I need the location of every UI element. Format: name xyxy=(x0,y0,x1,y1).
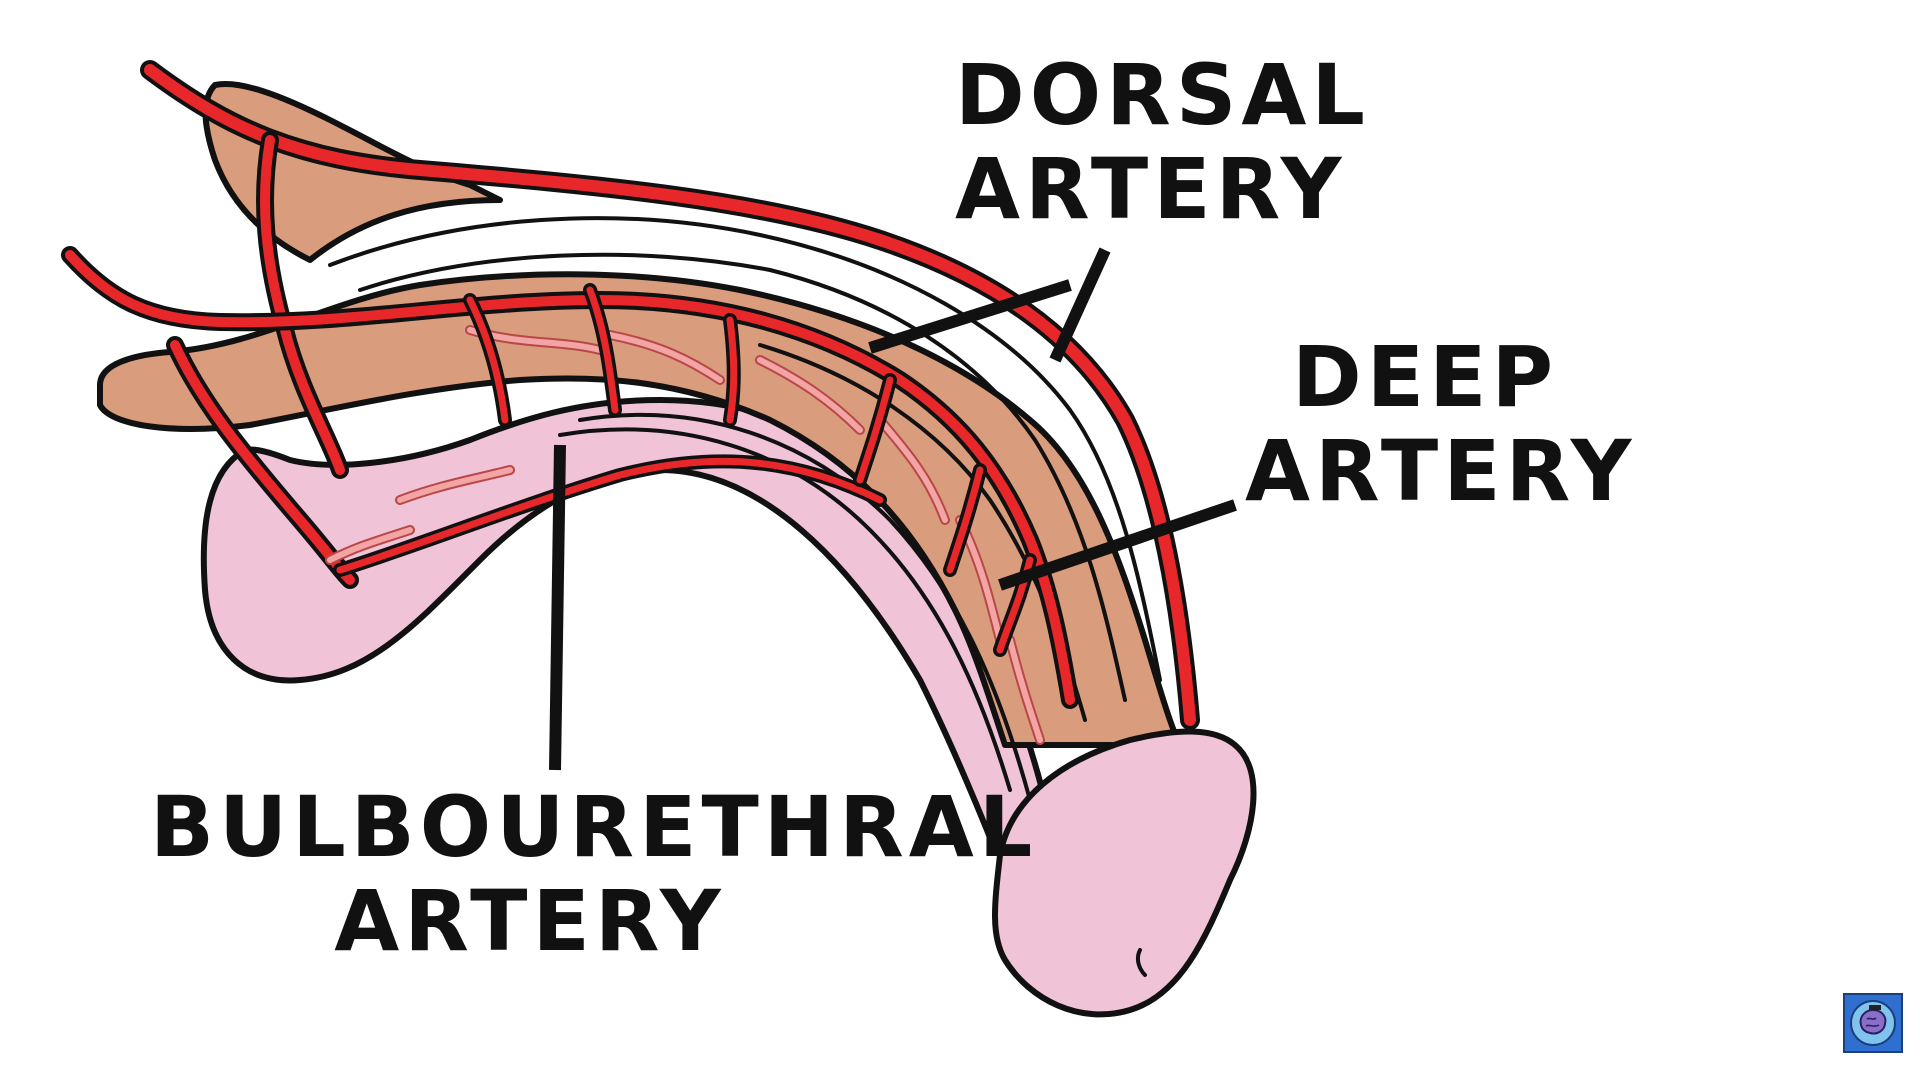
label-bulbourethral-line1: BULBOURETHRAL xyxy=(150,778,1038,876)
label-dorsal-line2: ARTERY xyxy=(955,140,1347,238)
deep-leader xyxy=(998,499,1237,591)
label-dorsal-artery: DORSAL ARTERY xyxy=(955,46,1370,238)
label-bulbourethral-line2: ARTERY xyxy=(334,872,726,970)
corpus-spongiosum xyxy=(200,397,1058,853)
brain-logo-icon[interactable] xyxy=(1843,993,1903,1053)
dorsal-leader xyxy=(868,247,1111,363)
crus-upper xyxy=(202,81,503,263)
bulbourethral-leader xyxy=(549,444,566,771)
glans xyxy=(992,728,1257,1018)
label-deep-line2: ARTERY xyxy=(1245,422,1637,520)
label-deep-artery: DEEP ARTERY xyxy=(1245,328,1637,520)
label-bulbourethral-artery: BULBOURETHRAL ARTERY xyxy=(150,778,1038,970)
label-dorsal-line1: DORSAL xyxy=(955,46,1370,144)
label-deep-line1: DEEP xyxy=(1291,328,1559,426)
